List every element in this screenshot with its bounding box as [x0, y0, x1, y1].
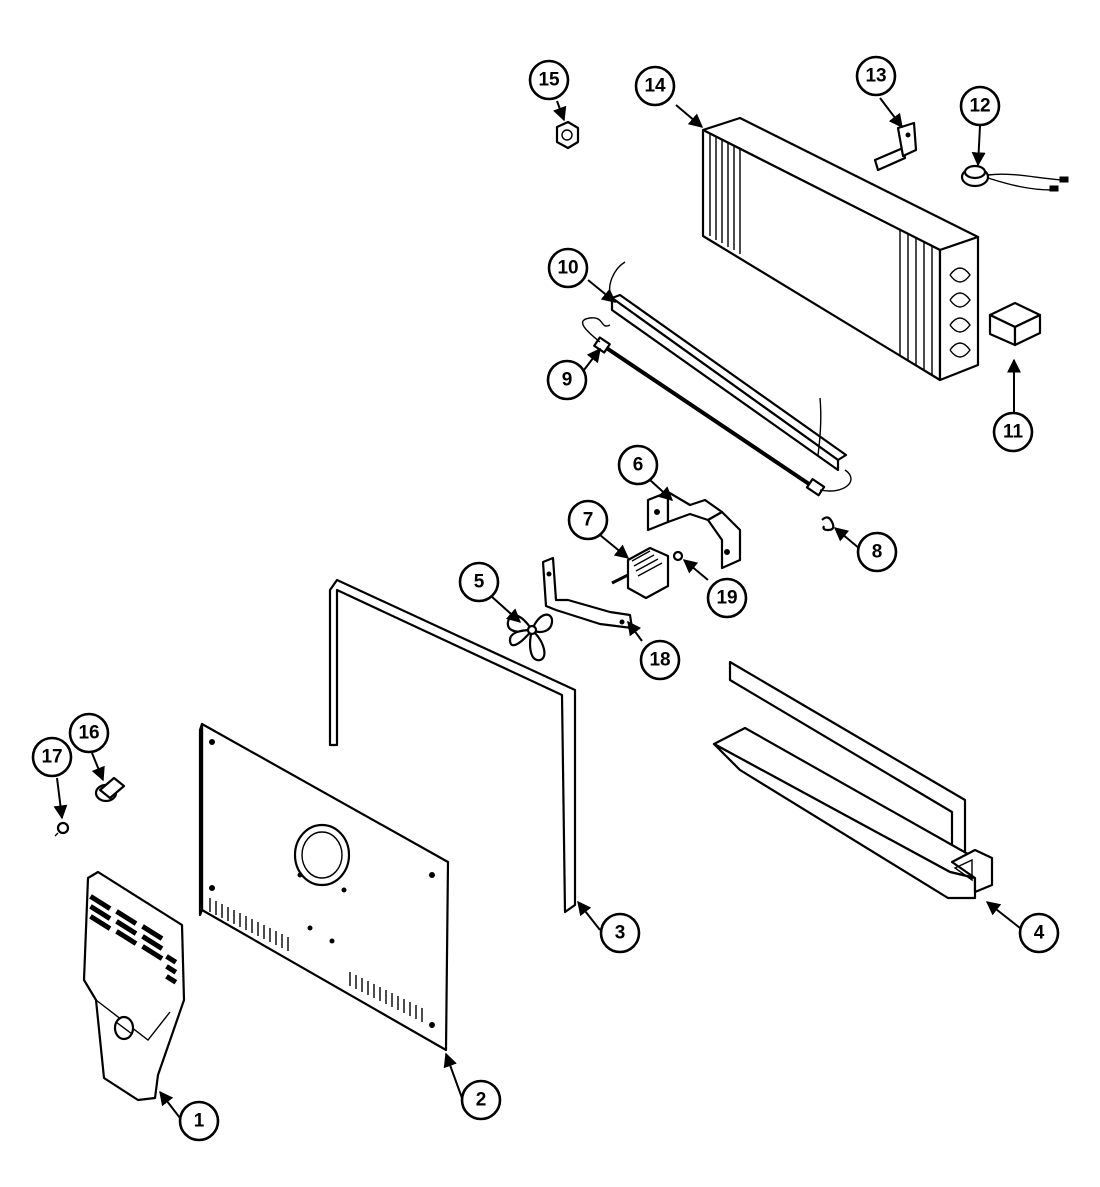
callout-9-label: 9	[562, 370, 573, 391]
callout-19-label: 19	[716, 588, 737, 609]
callout-3-label: 3	[615, 923, 626, 944]
callout-11-label: 11	[1003, 422, 1024, 443]
callout-10: 10	[547, 247, 589, 289]
callout-5-label: 5	[474, 572, 485, 593]
callout-8: 8	[856, 531, 898, 573]
part-fan-mount-bracket[interactable]	[541, 556, 634, 630]
part-thermostat[interactable]	[960, 164, 1069, 192]
callout-5: 5	[458, 561, 500, 603]
callout-12-label: 12	[969, 96, 990, 117]
callout-18: 18	[639, 639, 681, 681]
callout-17: 17	[31, 736, 73, 778]
part-clip[interactable]	[821, 516, 835, 532]
part-motor-bracket[interactable]	[646, 490, 742, 570]
callout-12: 12	[959, 85, 1001, 127]
callout-17-label: 17	[41, 747, 62, 768]
callout-4: 4	[1018, 912, 1060, 954]
part-back-panel[interactable]	[198, 722, 450, 1052]
part-nut[interactable]	[555, 120, 580, 150]
callout-18-label: 18	[649, 650, 670, 671]
callout-8-label: 8	[872, 542, 883, 563]
part-evaporator-coil[interactable]	[701, 116, 980, 382]
part-control-knob[interactable]	[94, 776, 126, 803]
callout-13: 13	[855, 55, 897, 97]
callout-9: 9	[546, 359, 588, 401]
callout-2-label: 2	[476, 1090, 487, 1111]
callout-15: 15	[528, 59, 570, 101]
callout-15-label: 15	[538, 70, 560, 91]
callout-6: 6	[617, 444, 659, 486]
callout-13-label: 13	[865, 66, 886, 87]
callout-1-label: 1	[194, 1111, 205, 1132]
callout-1: 1	[178, 1100, 220, 1142]
part-fan-blade[interactable]	[506, 613, 554, 662]
part-control-housing[interactable]	[82, 870, 186, 1102]
part-screw[interactable]	[54, 821, 70, 837]
part-drain-trough[interactable]	[608, 261, 848, 472]
part-small-bracket[interactable]	[873, 121, 918, 172]
part-insulation-block[interactable]	[988, 301, 1042, 347]
callout-14: 14	[634, 65, 676, 107]
callout-7-label: 7	[583, 510, 594, 531]
callout-19: 19	[706, 577, 748, 619]
callout-14-label: 14	[644, 76, 666, 97]
part-drain-pan[interactable]	[712, 660, 994, 900]
part-seal-gasket[interactable]	[328, 578, 577, 914]
part-screw-small[interactable]	[672, 550, 684, 562]
callout-10-label: 10	[557, 258, 578, 279]
callout-7: 7	[567, 499, 609, 541]
callout-16-label: 16	[78, 723, 99, 744]
callout-3: 3	[599, 912, 641, 954]
callout-6-label: 6	[633, 455, 644, 476]
callout-4-label: 4	[1034, 923, 1045, 944]
callout-2: 2	[460, 1079, 502, 1121]
leader-lines	[53, 97, 1021, 1119]
callout-16: 16	[68, 712, 110, 754]
callout-11: 11	[992, 411, 1034, 453]
part-fan-motor[interactable]	[611, 546, 670, 600]
